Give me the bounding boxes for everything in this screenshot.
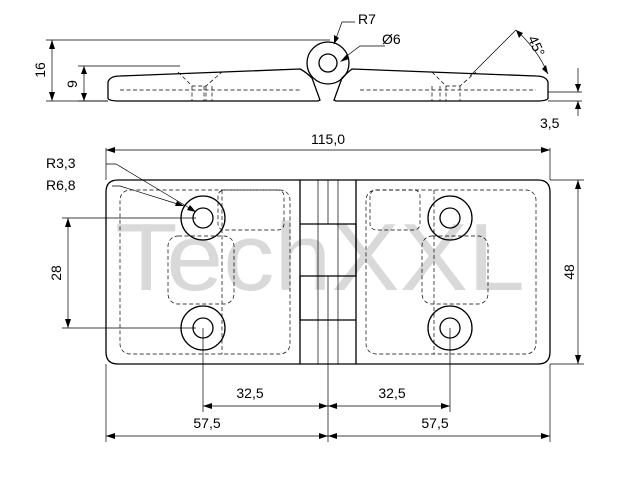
dim-right-leaf-length: 57,5 <box>421 415 448 431</box>
side-right-leaf <box>333 68 549 102</box>
hidden-frame-right <box>365 189 537 355</box>
pin-hole <box>318 53 338 73</box>
watermark: TechXXL <box>115 204 525 311</box>
side-view: 16 9 R7 Ø6 45° 3,5 <box>32 11 582 131</box>
dim-total-height: 16 <box>32 62 48 78</box>
hole-top-right <box>427 195 473 241</box>
hinge-plate-outline <box>105 179 551 365</box>
watermark-text: TechXXL <box>115 204 525 311</box>
dim-knuckle-radius: R7 <box>358 11 376 27</box>
hidden-pocket-right <box>421 235 489 305</box>
dim-left-hole-offset: 32,5 <box>236 385 263 401</box>
knuckle-outer <box>306 41 350 85</box>
dim-boss-radius: R6,8 <box>46 177 76 193</box>
top-view: 115,0 <box>46 131 584 442</box>
dim-leaf-height: 9 <box>64 80 80 88</box>
dim-width: 48 <box>561 264 577 280</box>
dim-pin-diameter: Ø6 <box>382 31 401 47</box>
dim-thickness: 3,5 <box>540 115 560 131</box>
dim-right-hole-offset: 32,5 <box>378 385 405 401</box>
dim-countersink-angle: 45° <box>525 33 548 59</box>
dim-hole-radius: R3,3 <box>46 155 76 171</box>
dim-left-leaf-length: 57,5 <box>193 415 220 431</box>
hidden-frame-left <box>119 189 291 355</box>
dim-hole-spacing: 28 <box>48 265 64 281</box>
side-left-leaf <box>107 68 321 102</box>
dim-overall-length: 115,0 <box>311 131 345 147</box>
knuckle-segment-lower <box>299 276 356 321</box>
hidden-pocket-left <box>167 235 235 305</box>
